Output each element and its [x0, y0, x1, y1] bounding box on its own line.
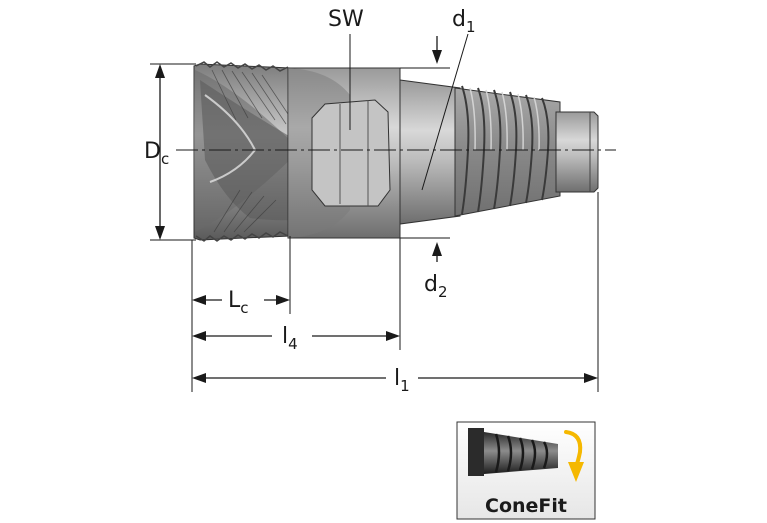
label-d1: d1	[452, 7, 476, 36]
dimension-l1	[192, 373, 598, 383]
extension-lines	[150, 63, 599, 392]
neck	[399, 79, 461, 225]
thread	[454, 85, 561, 217]
label-lc: Lc	[228, 288, 249, 317]
label-d2: d2	[424, 272, 448, 301]
conefit-badge: ConeFit	[456, 421, 596, 520]
shank-end	[555, 111, 599, 193]
label-l1: l1	[394, 366, 410, 395]
leader-lines	[349, 33, 469, 191]
dimension-dc	[155, 64, 165, 240]
dimension-lc	[192, 295, 290, 305]
label-dc: Dc	[144, 139, 169, 168]
label-sw: SW	[328, 7, 364, 32]
dimension-l4	[192, 331, 400, 341]
hexagon-body	[287, 67, 401, 239]
conefit-label: ConeFit	[485, 495, 567, 517]
conefit-icon	[468, 428, 584, 482]
dimension-d2	[432, 36, 442, 262]
label-l4: l4	[282, 324, 298, 353]
